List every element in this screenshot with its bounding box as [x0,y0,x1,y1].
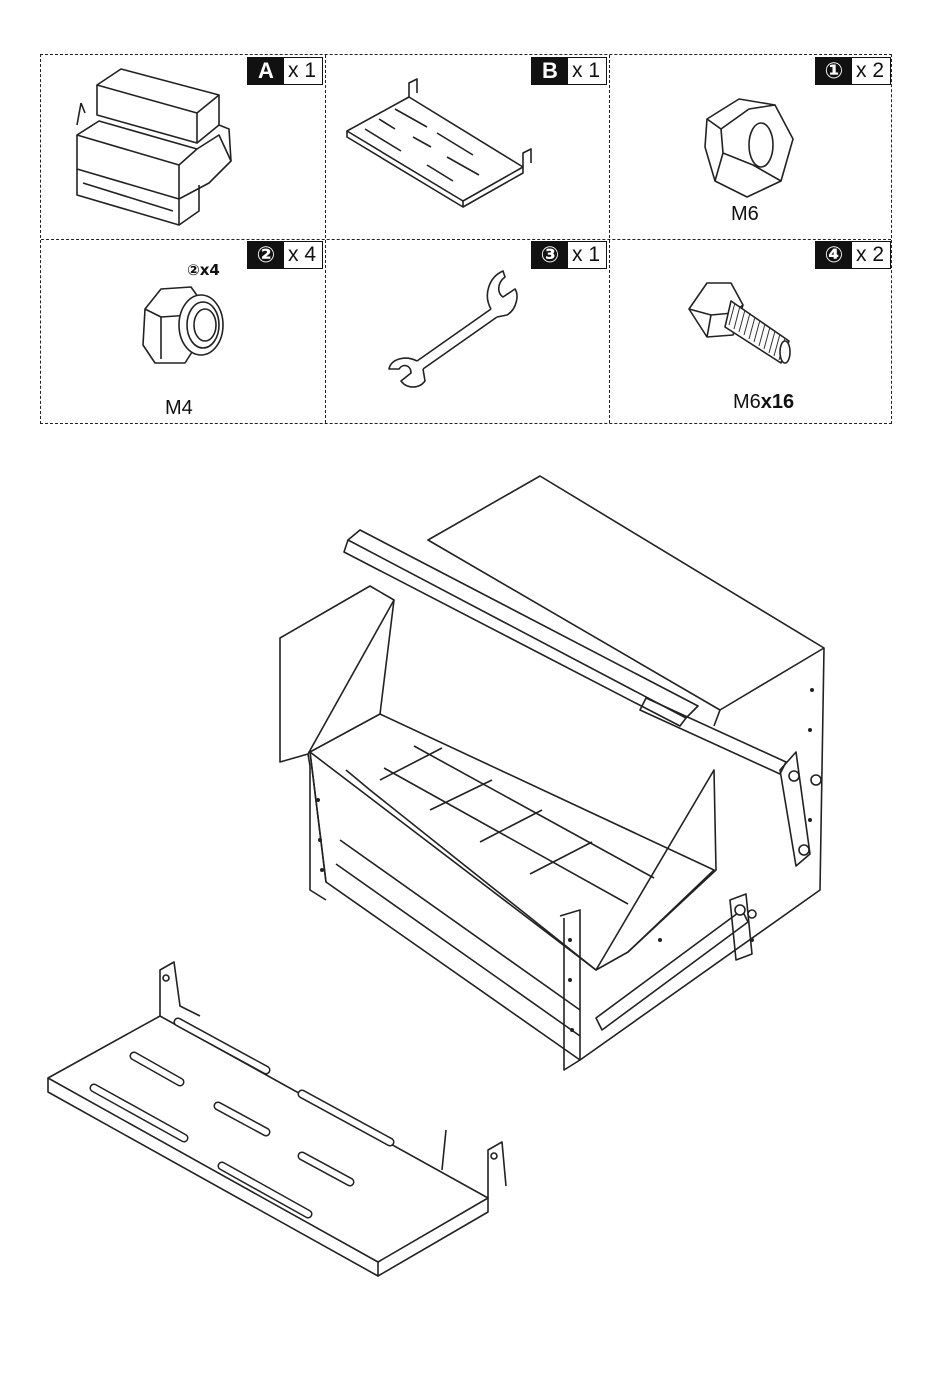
part-cell-a: A x 1 [41,55,325,239]
part-cell-2: ② x 4 ②x4 M4 [41,239,325,423]
part-id: ② [248,242,284,268]
part-size-label: M6x16 [733,391,794,414]
part-id: ③ [532,242,568,268]
part-id: A [248,58,284,84]
lock-nut-icon [139,279,229,369]
feeder-body-drawing [280,476,824,1070]
part-qty: x 4 [284,242,322,268]
part-badge-2: ② x 4 [247,241,323,269]
part-size-label: M4 [165,397,193,420]
bolt-icon [685,275,805,375]
part-badge-a: A x 1 [247,57,323,85]
platform-drawing [48,962,506,1276]
part-id: ④ [816,242,852,268]
part-size-prefix: M6 [733,391,761,413]
part-cell-1: ① x 2 M6 [609,55,893,239]
part-qty: x 1 [284,58,322,84]
part-qty: x 1 [568,58,606,84]
part-badge-3: ③ x 1 [531,241,607,269]
part-badge-1: ① x 2 [815,57,891,85]
part-cell-3: ③ x 1 [325,239,609,423]
hex-nut-icon [701,93,801,203]
part-badge-4: ④ x 2 [815,241,891,269]
part-inline-note: ②x4 [187,261,220,279]
platform-icon [343,75,543,215]
part-qty: x 2 [852,58,890,84]
wrench-icon [387,265,527,401]
parts-grid: A x 1 B x 1 [40,54,892,424]
part-qty: x 1 [568,242,606,268]
part-id: ① [816,58,852,84]
part-cell-4: ④ x 2 M6x16 [609,239,893,423]
part-size-label: M6 [731,203,759,226]
part-cell-b: B x 1 [325,55,609,239]
feeder-body-icon [69,65,249,235]
assembly-illustration [40,470,870,1280]
part-size-suffix: x16 [761,391,794,413]
part-qty: x 2 [852,242,890,268]
